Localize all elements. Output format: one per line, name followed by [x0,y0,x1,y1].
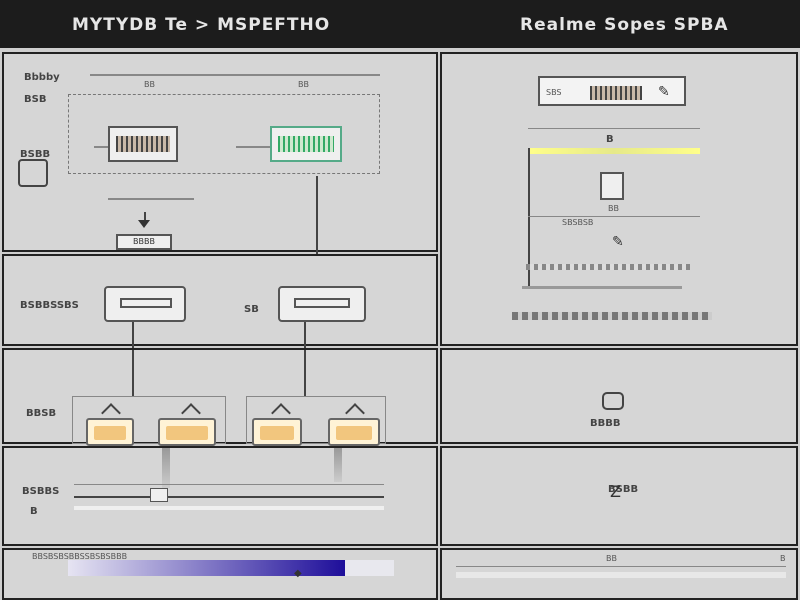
panel-d-label: BSBBS [22,486,60,497]
down-arrow-icon [138,220,150,228]
panel-network-top: Bbbby BSB BSBB BB BB BBBB [2,52,438,254]
panel-a-tab-1[interactable]: BB [144,80,155,89]
device-box-left[interactable] [104,286,186,322]
panel-a-button[interactable]: BBBB [116,234,172,250]
panel-a-label-1: Bbbby [24,72,60,83]
header-bar: MYTYDB Te > MSPEFTHO Realme Sopes SPBA [0,0,800,48]
router-left[interactable] [108,126,178,162]
card-2[interactable] [158,418,216,446]
card-group-left [72,396,226,444]
panel-c-label: BBSB [26,408,57,419]
panel-progress: BBSBSBSBBSSBSBSBBB ◆ [2,548,438,600]
scan-line-2 [522,286,682,289]
right-device[interactable]: SBS ✎ [538,76,686,106]
progress-label: BBSBSBSBBSSBSBSBBB [32,552,128,561]
left-title: MYTYDB Te > MSPEFTHO [72,15,331,35]
panel-right-top: SBS ✎ B BB SBSBSB ✎ [440,52,798,346]
progress-marker-icon: ◆ [294,568,302,579]
panel-b-label-2: SB [244,304,259,315]
panel-right-bottom: BB B [440,548,798,600]
card-4[interactable] [328,418,380,446]
highlight-bar [528,148,700,154]
panel-right-mid: BBBB [440,348,798,444]
right-track [456,572,786,578]
beam-right [334,448,342,482]
panel-network-mid: BSBBSSBS SB [2,254,438,348]
card-3[interactable] [252,418,302,446]
panel-right-lower: BSBB Z [440,446,798,546]
right-vertical-connector [528,148,530,288]
right-sub: BB [608,204,619,213]
device-box-right[interactable] [278,286,366,322]
router-right[interactable] [270,126,342,162]
device-icon [18,159,48,187]
progress-track [68,560,394,576]
panel-a-label-3: BSBB [20,149,51,160]
right-badge: SBS [546,88,562,97]
flag-icon[interactable]: Z [610,482,621,501]
panel-cards: BBSB [2,348,438,446]
edit-icon[interactable]: ✎ [612,234,624,250]
scan-line-1 [526,264,690,270]
right-label: B [606,134,614,145]
panel-a-label-2: BSB [24,94,47,105]
progress-fill [68,560,346,576]
panel-b-label: BSBBSSBS [20,300,79,311]
timeline-track [74,496,384,498]
panel-a-tab-2[interactable]: BB [298,80,309,89]
right-node[interactable] [600,172,624,200]
panel-d-label-2: B [30,506,38,517]
scan-line-3 [512,312,712,320]
right-sub-2: SBSBSB [562,218,594,227]
card-group-right [246,396,386,444]
top-rule [90,74,380,76]
connector-right [316,176,318,254]
network-frame [68,94,380,174]
beam-left [162,448,170,488]
link-icon[interactable] [602,392,624,410]
right-panel-c-label: BSBB [608,484,639,495]
timeline-handle[interactable] [150,488,168,502]
pencil-icon[interactable]: ✎ [658,84,670,100]
card-1[interactable] [86,418,134,446]
right-panel-b-label: BBBB [590,418,621,429]
right-panel-e-label-2: B [780,554,786,563]
right-panel-e-label: BB [606,554,617,563]
connector-left [144,212,146,224]
right-title: Realme Sopes SPBA [520,15,729,35]
panel-timeline: BSBBS B [2,446,438,546]
